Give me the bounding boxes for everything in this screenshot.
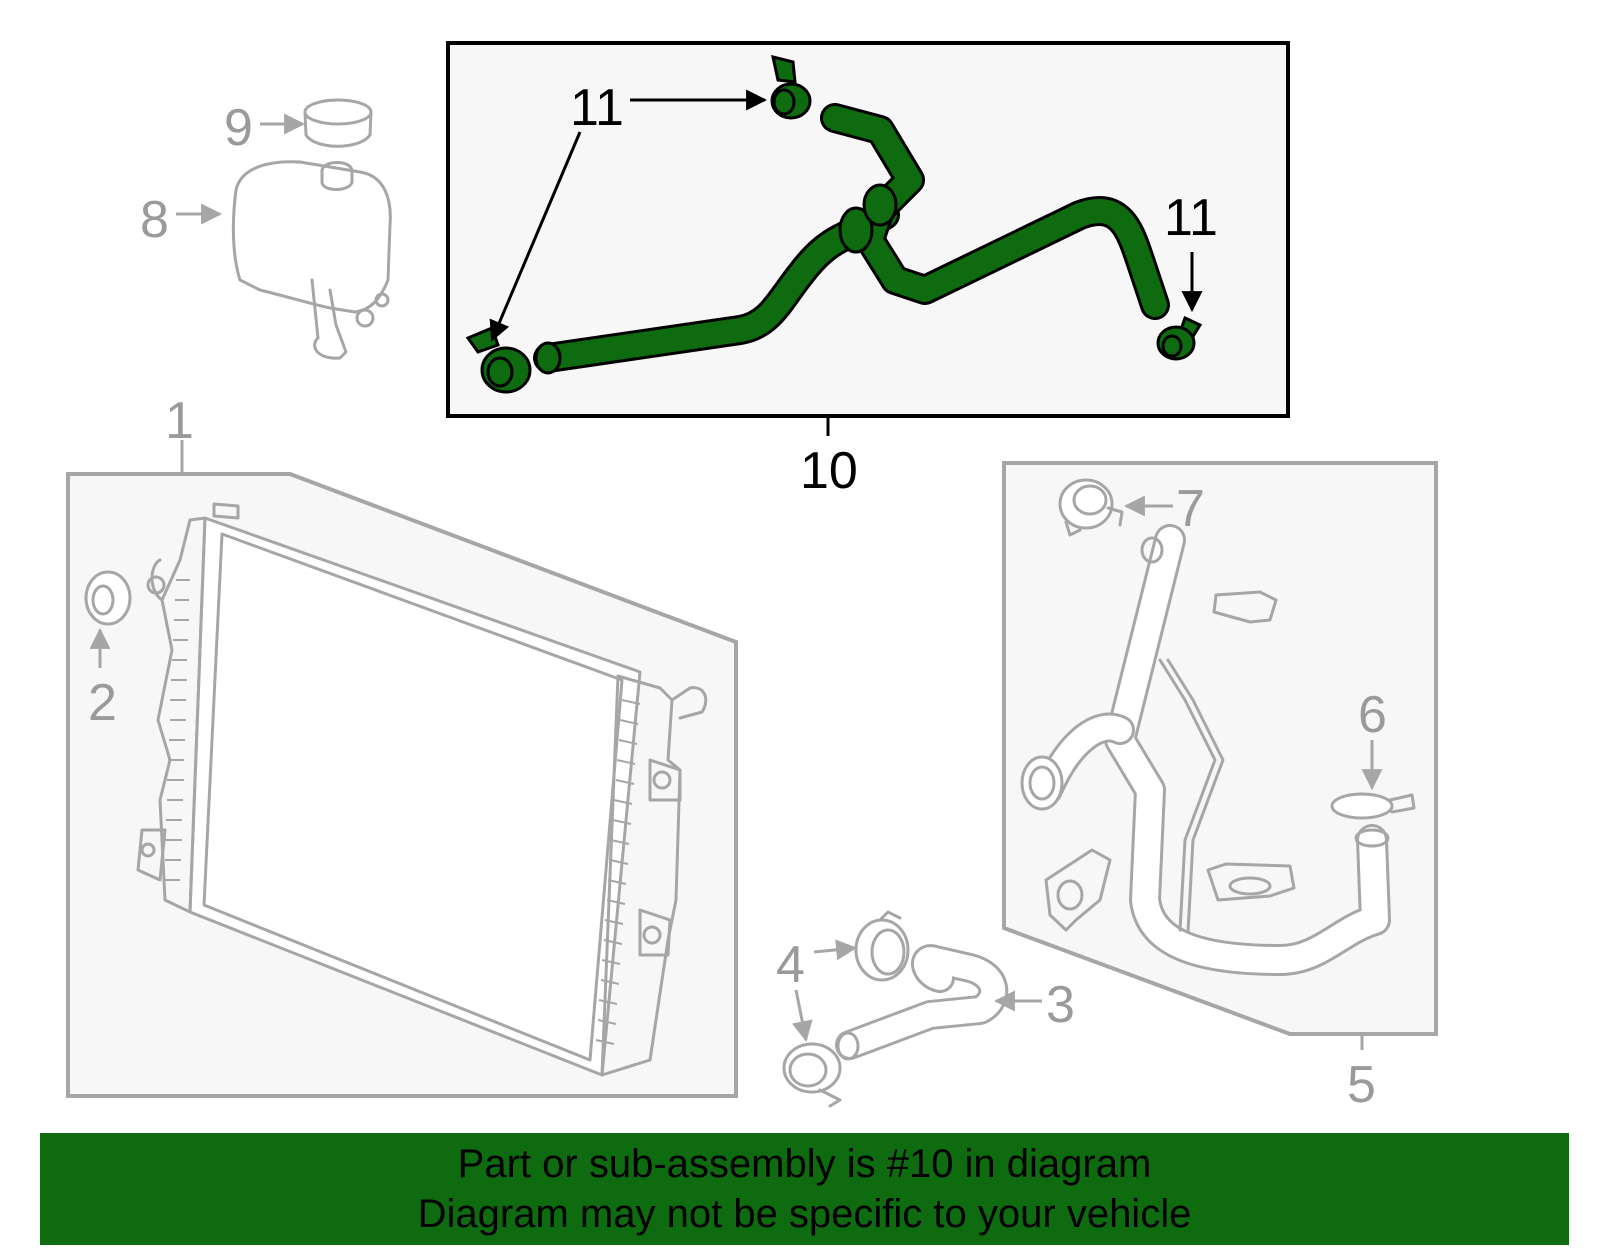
callout-5: 5 bbox=[1347, 1056, 1376, 1114]
hose-clamp-lower[interactable] bbox=[782, 1042, 842, 1108]
part-10-group[interactable]: 11 11 10 bbox=[446, 41, 1290, 500]
coolant-reservoir[interactable] bbox=[231, 160, 392, 360]
callout-4: 4 bbox=[776, 936, 805, 994]
notice-line-1: Part or sub-assembly is #10 in diagram bbox=[457, 1142, 1152, 1186]
radiator-grommet[interactable] bbox=[84, 570, 132, 626]
reservoir-cap[interactable] bbox=[303, 98, 373, 148]
notice-line-2: Diagram may not be specific to your vehi… bbox=[417, 1192, 1192, 1236]
callout-8: 8 bbox=[140, 191, 169, 249]
callout-6: 6 bbox=[1358, 686, 1387, 744]
radiator-hose-group[interactable]: 4 3 bbox=[776, 910, 1075, 1108]
hose-clamp-upper[interactable] bbox=[854, 910, 910, 982]
callout-11-leader-left bbox=[489, 131, 582, 342]
hose-clamp-right[interactable] bbox=[1156, 315, 1203, 361]
callout-9: 9 bbox=[224, 99, 253, 157]
heater-hose-assembly[interactable] bbox=[533, 103, 1170, 375]
callout-11-a: 11 bbox=[570, 79, 624, 137]
callout-11-b: 11 bbox=[1164, 189, 1218, 247]
radiator-group[interactable]: 1 bbox=[66, 392, 738, 1098]
coolant-pipe-group[interactable]: 5 7 6 bbox=[1002, 461, 1438, 1114]
notice-banner: Part or sub-assembly is #10 in diagram D… bbox=[40, 1133, 1569, 1245]
pipe-clamp-6[interactable] bbox=[1330, 792, 1416, 820]
hose-clamp-top[interactable] bbox=[770, 54, 812, 120]
hose-clamp-left[interactable] bbox=[465, 326, 532, 394]
callout-2: 2 bbox=[88, 674, 117, 732]
callout-10: 10 bbox=[800, 442, 858, 500]
callout-1: 1 bbox=[165, 392, 194, 450]
callout-3: 3 bbox=[1046, 976, 1075, 1034]
pipe-clamp-7[interactable] bbox=[1058, 478, 1124, 537]
callout-7: 7 bbox=[1176, 480, 1205, 538]
